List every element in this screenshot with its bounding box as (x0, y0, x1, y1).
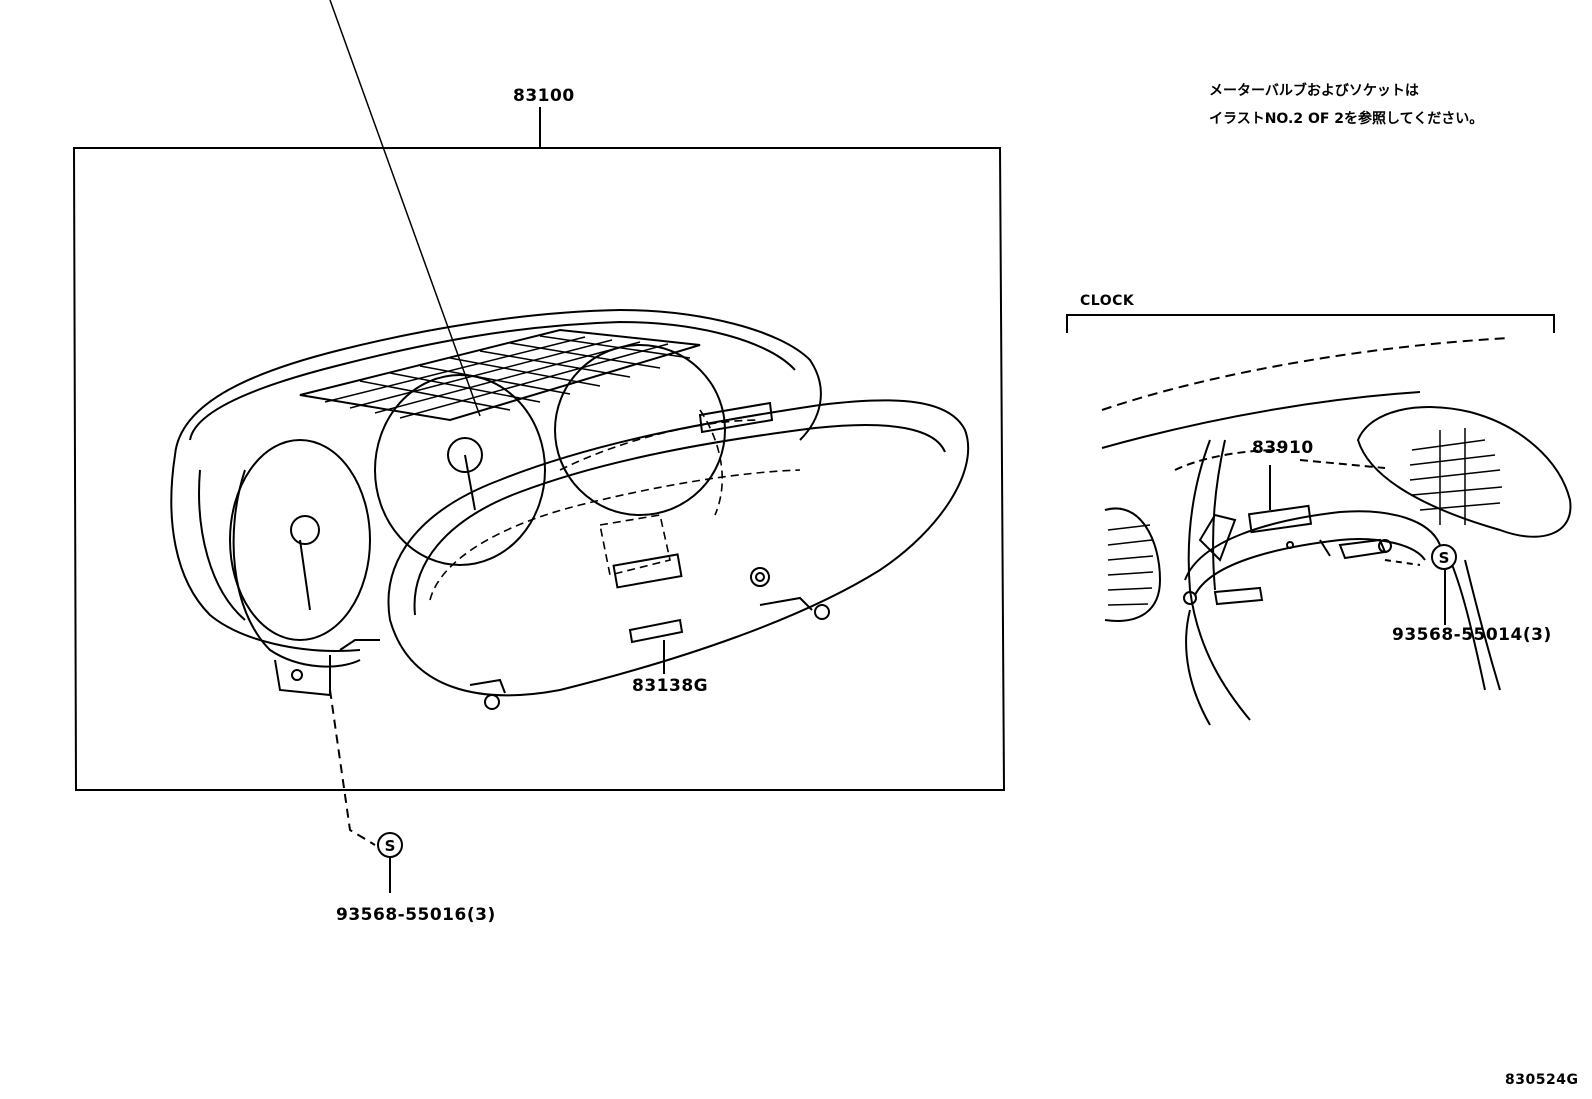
note-line-1: メーターバルブおよびソケットは (1209, 83, 1419, 99)
meter-housing-illustration (170, 0, 822, 697)
screw-symbol-clock: S (1431, 544, 1457, 570)
label-lens-cover: 83138G (632, 676, 709, 696)
lens-cover-illustration (387, 399, 970, 710)
label-screw-clock: 93568-55014(3) (1392, 625, 1552, 645)
leader-screw-main (329, 689, 391, 893)
screw-symbol-main: S (377, 832, 403, 858)
assembly-frame-83100 (72, 107, 1006, 791)
label-clock-part: 83910 (1252, 438, 1314, 458)
label-main-assembly: 83100 (513, 86, 575, 106)
label-clock-section: CLOCK (1080, 293, 1135, 309)
clock-dashboard-illustration (1101, 337, 1572, 726)
clock-section-bracket (1066, 314, 1555, 333)
label-diagram-id: 830524G (1505, 1072, 1579, 1088)
screw-symbol-clock-letter: S (1439, 549, 1450, 567)
note-line-2: イラストNO.2 OF 2を参照してください。 (1209, 111, 1484, 127)
screw-symbol-main-letter: S (385, 837, 396, 855)
label-screw-main: 93568-55016(3) (336, 905, 496, 925)
